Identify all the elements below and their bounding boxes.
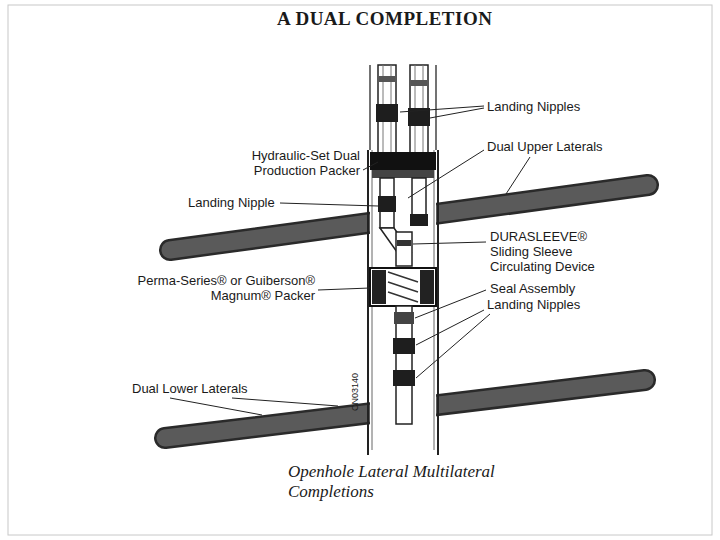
casing-wall	[369, 65, 371, 150]
leader-line	[363, 162, 378, 170]
leader-line	[400, 106, 484, 112]
packer-slips	[372, 170, 434, 178]
leader-line	[430, 108, 484, 118]
leader-line	[232, 398, 338, 406]
part-label: Landing Nipples	[487, 297, 580, 312]
short-string-end	[410, 214, 428, 226]
casing-wall	[367, 150, 369, 455]
coupling	[379, 76, 395, 82]
landing-nipple	[393, 370, 415, 386]
frame	[8, 5, 712, 535]
casing-wall	[437, 150, 439, 455]
diagram-caption: Openhole Lateral Multilateral Completion…	[288, 462, 518, 502]
leader-line	[318, 288, 370, 290]
coupling	[411, 80, 427, 86]
packer-element	[372, 270, 386, 304]
part-label: Dual Upper Laterals	[487, 139, 603, 154]
leader-line	[280, 203, 378, 206]
part-label: Hydraulic-Set Dual Production Packer	[200, 148, 360, 178]
landing-nipple	[378, 196, 396, 212]
leader-line	[415, 290, 486, 318]
casing-bore	[370, 150, 436, 446]
sliding-sleeve	[396, 232, 412, 266]
part-label: Perma-Series® or Guiberson® Magnum® Pack…	[120, 273, 315, 303]
diagram-title: A DUAL COMPLETION	[277, 8, 492, 30]
part-label: DURASLEEVE® Sliding Sleeve Circulating D…	[490, 229, 618, 274]
leader-line	[413, 242, 486, 244]
part-label: Landing Nipple	[188, 195, 275, 210]
dual-packer	[370, 152, 436, 170]
part-label: Seal Assembly	[490, 281, 575, 296]
seal-assembly	[394, 312, 414, 324]
landing-nipple	[393, 338, 415, 354]
part-label: Dual Lower Laterals	[132, 381, 248, 396]
packer-element	[420, 270, 434, 304]
sleeve-port	[397, 240, 411, 246]
leader-lines	[170, 106, 530, 415]
short-string	[412, 178, 426, 218]
landing-nipple	[376, 104, 398, 122]
lower-packer	[370, 268, 436, 306]
seal-hatch	[388, 272, 418, 302]
drawing-number: CN03140	[350, 373, 360, 411]
casing-wall	[435, 65, 437, 150]
part-label: Landing Nipples	[487, 99, 580, 114]
leader-line	[416, 314, 490, 378]
leader-line	[408, 150, 484, 198]
leader-line	[506, 157, 530, 194]
leader-line	[170, 398, 262, 415]
